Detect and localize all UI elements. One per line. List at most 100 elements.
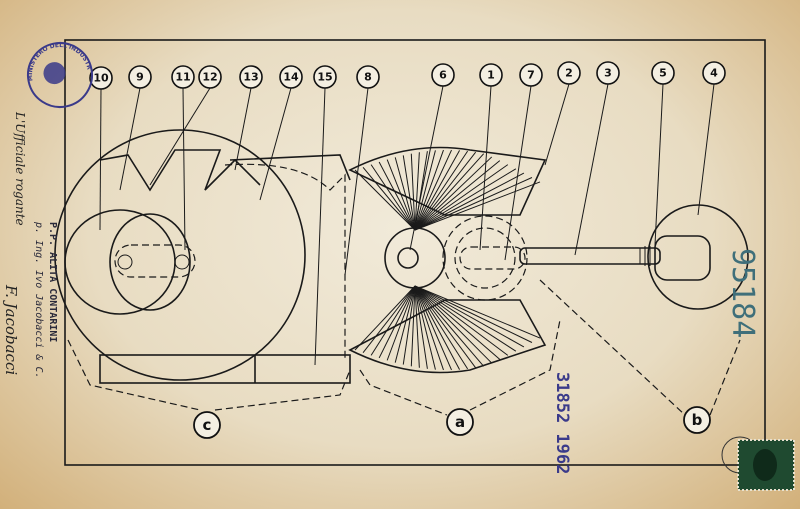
fan-blade-line — [362, 166, 416, 231]
fan-blade-line — [414, 285, 493, 364]
svg-text:7: 7 — [527, 69, 535, 82]
fan-blade-line — [414, 285, 420, 368]
fan-blade-line — [414, 149, 452, 231]
fan-blade-line — [414, 172, 525, 231]
fan-blade-line — [414, 285, 501, 360]
fan-blade-line — [414, 285, 428, 369]
fan-blade-line — [414, 181, 541, 231]
leader-line — [234, 87, 252, 171]
callout-9: 9 — [128, 65, 152, 89]
fan-blade-line — [378, 161, 416, 231]
fan-blade-line — [414, 285, 533, 343]
fan-blade-line — [410, 153, 416, 231]
leader-line — [182, 87, 186, 251]
fan-blade-line — [414, 150, 436, 231]
fan-blade-line — [414, 285, 444, 371]
leader-line — [697, 83, 715, 216]
fan-blade-line — [386, 285, 416, 361]
callout-11: 11 — [171, 65, 195, 89]
leader-line — [504, 85, 532, 261]
leader-line — [99, 88, 102, 231]
ministry-stamp: MINISTERO DELL'INDUSTRIA UFFICIO CENTRAL… — [0, 0, 93, 108]
fan-blade-line — [414, 285, 461, 370]
fan-blade-line — [414, 285, 477, 369]
leader-line — [544, 83, 570, 166]
callout-3: 3 — [596, 61, 620, 85]
svg-text:4: 4 — [710, 67, 718, 80]
leader-line — [119, 87, 141, 191]
fan-blade-line — [414, 285, 525, 348]
svg-text:10: 10 — [93, 72, 109, 85]
callout-4: 4 — [702, 61, 726, 85]
agent-firm: p. Ing. Ivo Jacobacci & C. — [33, 221, 44, 379]
group-label-c: c — [193, 411, 221, 439]
official-note: L'Ufficiale rogante — [13, 111, 27, 226]
drawing-frame — [64, 39, 766, 466]
fan-blade-line — [414, 156, 493, 231]
fan-blade-line — [394, 285, 416, 363]
fan-blade-line — [402, 285, 416, 365]
callout-2: 2 — [557, 61, 581, 85]
svg-text:12: 12 — [202, 71, 217, 84]
fan-blade-line — [362, 285, 416, 354]
leader-line — [314, 87, 326, 366]
svg-text:1: 1 — [487, 69, 495, 82]
fan-blade-line — [414, 150, 469, 231]
fan-blade-line — [414, 168, 517, 231]
fan-blade-line — [414, 150, 461, 231]
fan-blade-line — [354, 169, 416, 231]
leader-line — [259, 87, 292, 201]
fan-blade-line — [414, 285, 509, 356]
assembly-c — [54, 129, 351, 384]
svg-text:6: 6 — [439, 69, 447, 82]
fan-blade-line — [370, 285, 416, 356]
callout-7: 7 — [519, 63, 543, 87]
agent-name: P.P. ALITA CONTARINI — [47, 222, 58, 342]
fan-blade-line — [414, 153, 485, 231]
patent-number: 95184 — [725, 248, 760, 338]
fan-blade-line — [414, 285, 517, 352]
assembly-a — [348, 146, 547, 374]
svg-text:14: 14 — [283, 71, 299, 84]
callout-8: 8 — [356, 65, 380, 89]
svg-text:5: 5 — [659, 67, 667, 80]
svg-text:13: 13 — [243, 71, 258, 84]
fan-blade-line — [414, 152, 420, 231]
svg-text:15: 15 — [317, 71, 332, 84]
fan-blade-line — [402, 155, 416, 231]
leader-line — [149, 87, 211, 186]
fan-blade-line — [414, 151, 477, 231]
svg-text:2: 2 — [565, 67, 573, 80]
fan-blade-line — [378, 285, 416, 359]
fan-blade-line — [414, 285, 436, 370]
svg-text:c: c — [203, 416, 212, 434]
fan-blade-line — [414, 285, 541, 339]
svg-text:9: 9 — [136, 71, 144, 84]
group-label-b: b — [683, 406, 711, 434]
leader-line — [344, 87, 369, 276]
filing-stamp: 31852 1962 — [552, 372, 572, 474]
fan-blade-line — [354, 285, 416, 351]
svg-text:11: 11 — [175, 71, 190, 84]
assembly-b — [519, 204, 749, 310]
group-label-a: a — [446, 408, 474, 436]
fan-blade-line — [414, 164, 509, 231]
callout-13: 13 — [239, 65, 263, 89]
leader-line — [574, 83, 609, 256]
callout-10: 10 — [89, 66, 113, 90]
fan-blade-line — [414, 285, 452, 371]
callout-5: 5 — [651, 61, 675, 85]
fan-blade-line — [410, 285, 416, 367]
leader-line — [409, 85, 444, 251]
callout-14: 14 — [279, 65, 303, 89]
fan-blade-line — [414, 149, 444, 231]
fan-blade-line — [386, 159, 416, 231]
svg-text:a: a — [455, 413, 465, 431]
fan-blade-line — [414, 285, 469, 370]
fan-blade-line — [414, 285, 485, 367]
svg-text:b: b — [692, 411, 703, 429]
fan-blade-line — [394, 157, 416, 231]
callout-1: 1 — [479, 63, 503, 87]
